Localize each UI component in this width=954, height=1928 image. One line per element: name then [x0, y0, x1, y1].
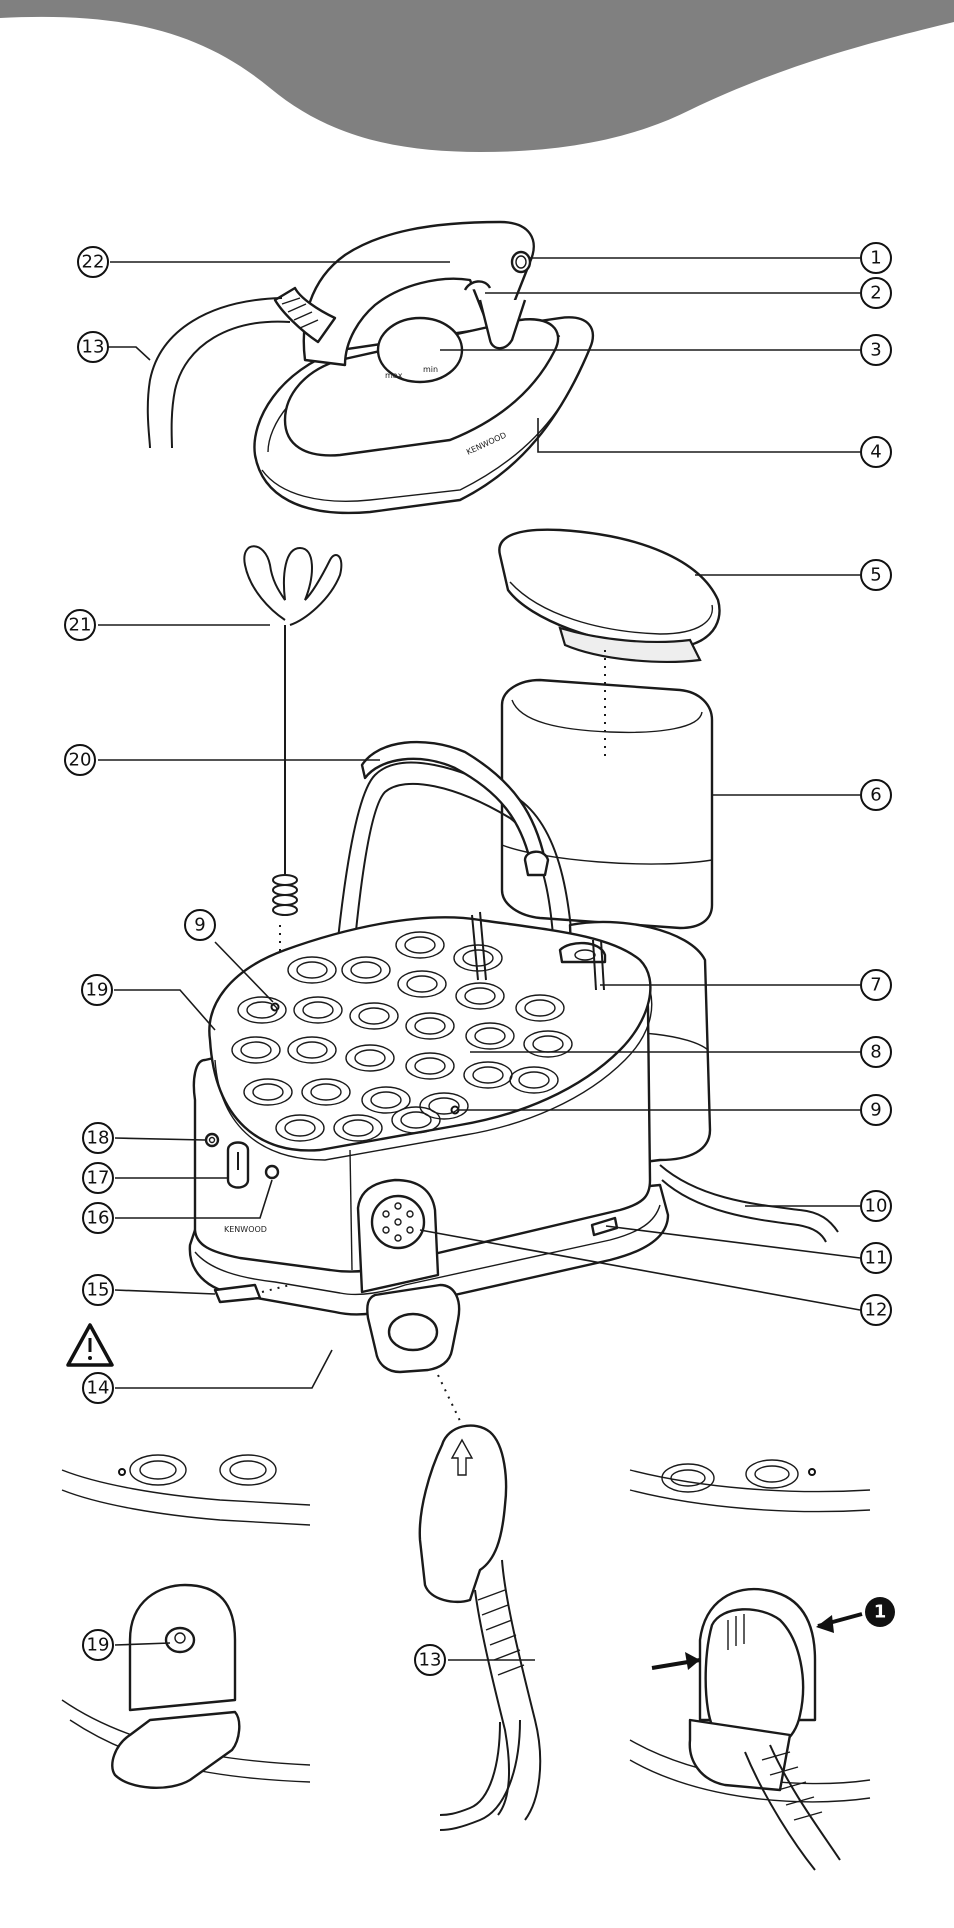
step-1-badge: 1	[865, 1597, 895, 1627]
callout-11: 11	[860, 1242, 892, 1274]
callout-12-text: 12	[865, 1300, 888, 1321]
callout-2: 2	[860, 277, 892, 309]
callout-1: 1	[860, 242, 892, 274]
callout-7-text: 7	[870, 975, 881, 996]
callout-21: 21	[64, 609, 96, 641]
callout-15: 15	[82, 1274, 114, 1306]
dial-min-label: min	[423, 365, 438, 374]
callout-13-bottom-text: 13	[419, 1650, 442, 1671]
callout-9-right-text: 9	[870, 1100, 881, 1121]
callout-22: 22	[77, 246, 109, 278]
iron: max min KENWOOD	[146, 220, 595, 515]
callout-7: 7	[860, 969, 892, 1001]
header-wave	[0, 0, 954, 152]
callout-16-text: 16	[87, 1208, 110, 1229]
callout-4-text: 4	[870, 442, 881, 463]
warning-icon	[66, 1323, 114, 1367]
callout-9-right: 9	[860, 1094, 892, 1126]
base-brand: KENWOOD	[224, 1225, 267, 1234]
callout-19-bottom: 19	[82, 1629, 114, 1661]
callout-19-top: 19	[81, 974, 113, 1006]
cleaning-rod	[243, 545, 343, 1025]
callout-6: 6	[860, 779, 892, 811]
callout-1-text: 1	[870, 248, 881, 269]
callout-3: 3	[860, 334, 892, 366]
callout-10-text: 10	[865, 1196, 888, 1217]
leader-lines	[98, 257, 861, 1661]
callout-14-text: 14	[87, 1378, 110, 1399]
callout-19-bottom-text: 19	[87, 1635, 110, 1656]
callout-13-bottom: 13	[414, 1644, 446, 1676]
callout-18-text: 18	[87, 1128, 110, 1149]
callout-13-top-text: 13	[82, 337, 105, 358]
callout-22-text: 22	[82, 252, 105, 273]
callout-10: 10	[860, 1190, 892, 1222]
callout-8-text: 8	[870, 1042, 881, 1063]
callout-18: 18	[82, 1122, 114, 1154]
callout-2-text: 2	[870, 283, 881, 304]
callout-8: 8	[860, 1036, 892, 1068]
dial-max-label: max	[385, 371, 403, 380]
callout-17-text: 17	[87, 1168, 110, 1189]
water-tank	[498, 528, 721, 980]
callout-16: 16	[82, 1202, 114, 1234]
plug-insertion-closeup	[629, 1459, 871, 1871]
callout-3-text: 3	[870, 340, 881, 361]
callout-13-top: 13	[77, 331, 109, 363]
callout-5: 5	[860, 559, 892, 591]
base-unit: KENWOOD	[188, 740, 839, 1426]
top-plate-dimples	[231, 931, 573, 1142]
callout-9-left: 9	[184, 909, 216, 941]
callout-20-text: 20	[69, 750, 92, 771]
callout-5-text: 5	[870, 565, 881, 586]
callout-15-text: 15	[87, 1280, 110, 1301]
callout-11-text: 11	[865, 1248, 888, 1269]
callout-6-text: 6	[870, 785, 881, 806]
step-1-text: 1	[874, 1602, 887, 1623]
callout-14: 14	[82, 1372, 114, 1404]
callout-17: 17	[82, 1162, 114, 1194]
callout-19-top-text: 19	[86, 980, 109, 1001]
callout-20: 20	[64, 744, 96, 776]
callout-4: 4	[860, 436, 892, 468]
callout-9-left-text: 9	[194, 915, 205, 936]
callout-21-text: 21	[69, 615, 92, 636]
plug	[418, 1424, 542, 1831]
callout-12: 12	[860, 1294, 892, 1326]
socket-closeup	[61, 1454, 311, 1789]
